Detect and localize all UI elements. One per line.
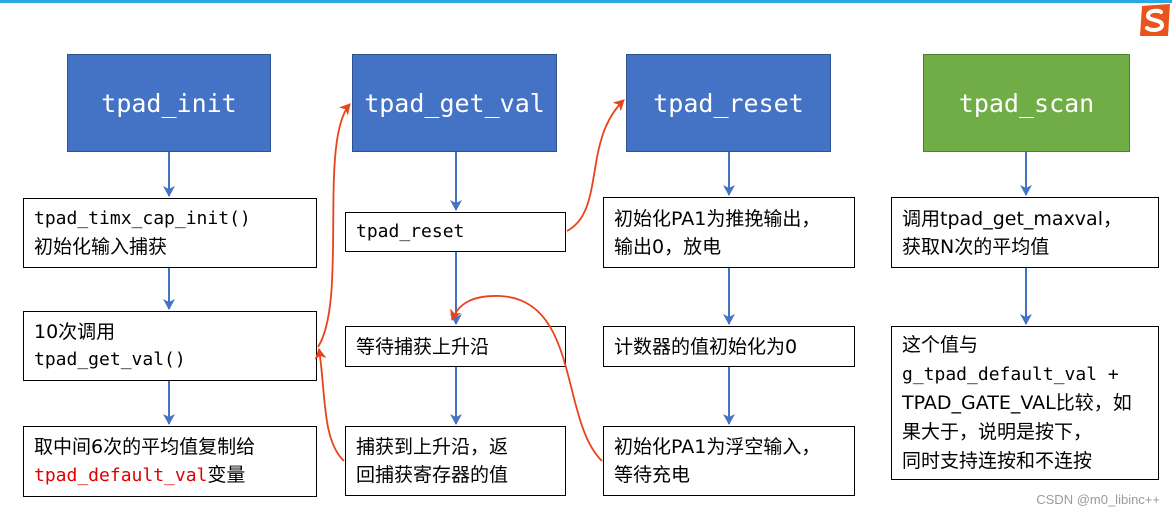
box-compare: 这个值与 g_tpad_default_val + TPAD_GATE_VAL比… bbox=[891, 326, 1159, 480]
sogou-s-logo-icon bbox=[1140, 4, 1170, 36]
box-text: 捕获到上升沿，返 bbox=[356, 436, 509, 458]
default-val-name: tpad_default_val bbox=[34, 465, 208, 486]
box-text: TPAD_GATE_VAL比较，如 bbox=[902, 391, 1132, 414]
box-average: 取中间6次的平均值复制给 tpad_default_val变量 bbox=[23, 426, 317, 497]
box-text: 等待充电 bbox=[614, 464, 691, 486]
watermark: CSDN @m0_libinc++ bbox=[1036, 492, 1160, 507]
box-counter-init: 计数器的值初始化为0 bbox=[603, 326, 855, 367]
header-tpad-reset: tpad_reset bbox=[626, 54, 831, 152]
box-push-pull: 初始化PA1为推挽输出， 输出0，放电 bbox=[603, 197, 855, 268]
box-text: g_tpad_default_val + bbox=[902, 363, 1119, 385]
box-wait-rising: 等待捕获上升沿 bbox=[345, 326, 566, 367]
box-text-suffix: 变量 bbox=[207, 464, 246, 486]
header-tpad-init: tpad_init bbox=[67, 54, 271, 152]
box-text: tpad_default_val变量 bbox=[34, 461, 306, 490]
box-text: tpad_timx_cap_init() bbox=[34, 208, 251, 229]
header-tpad-scan: tpad_scan bbox=[923, 54, 1130, 152]
box-call-get-val: 10次调用 tpad_get_val() bbox=[23, 311, 317, 381]
box-text: tpad_get_val() bbox=[34, 349, 186, 370]
box-text: 输出0，放电 bbox=[614, 235, 722, 258]
box-cap-init: tpad_timx_cap_init() 初始化输入捕获 bbox=[23, 198, 317, 268]
header-tpad-get-val: tpad_get_val bbox=[352, 54, 557, 152]
box-text: 这个值与 bbox=[902, 333, 979, 356]
box-tpad-reset-call: tpad_reset bbox=[345, 212, 566, 252]
box-text: 初始化PA1为浮空输入， bbox=[614, 436, 821, 458]
box-text: 等待捕获上升沿 bbox=[356, 335, 490, 358]
box-text: 计数器的值初始化为0 bbox=[614, 335, 798, 358]
top-accent-line bbox=[0, 0, 1172, 3]
box-text: 初始化PA1为推挽输出， bbox=[614, 207, 821, 230]
call-arrow-return-get-val bbox=[314, 348, 345, 462]
box-text: tpad_reset bbox=[356, 221, 465, 242]
call-arrow-return-reset bbox=[450, 295, 603, 462]
box-text: 获取N次的平均值 bbox=[902, 235, 1050, 258]
box-text: 初始化输入捕获 bbox=[34, 236, 168, 258]
box-get-maxval: 调用tpad_get_maxval， 获取N次的平均值 bbox=[891, 197, 1159, 268]
box-captured: 捕获到上升沿，返 回捕获寄存器的值 bbox=[345, 426, 566, 496]
box-floating-input: 初始化PA1为浮空输入， 等待充电 bbox=[603, 426, 855, 496]
call-arrow-to-reset bbox=[566, 99, 625, 232]
box-text: 同时支持连按和不连按 bbox=[902, 449, 1093, 472]
box-text: 10次调用 bbox=[34, 321, 116, 343]
box-text: 果大于，说明是按下， bbox=[902, 420, 1093, 443]
call-arrow-to-get-val bbox=[317, 103, 351, 348]
box-text: 回捕获寄存器的值 bbox=[356, 464, 509, 486]
box-text: 调用tpad_get_maxval， bbox=[902, 207, 1122, 230]
box-text: 取中间6次的平均值复制给 bbox=[34, 436, 256, 458]
